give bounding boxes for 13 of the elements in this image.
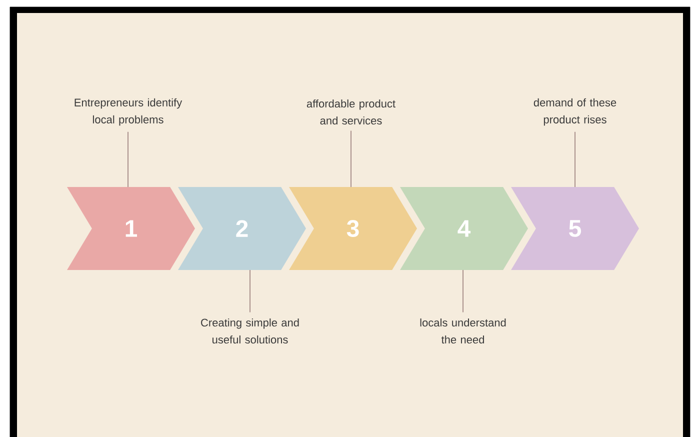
numbered-step: 2	[178, 187, 306, 270]
step-caption: locals understand the need	[420, 318, 506, 344]
numbered-step: 1	[67, 187, 195, 270]
leader-line	[350, 130, 352, 188]
numbered-step: 4	[400, 187, 528, 270]
step-caption: Entrepreneurs identify local problems	[74, 98, 182, 126]
numbered-step: 3	[289, 187, 417, 270]
numbered-step: 5	[511, 187, 639, 270]
leader-line	[462, 270, 464, 313]
step-caption: Creating simple and useful solutions	[201, 318, 299, 344]
step-caption: affordable product and services	[306, 99, 396, 125]
step-caption: demand of these product rises	[534, 98, 616, 126]
leader-line	[574, 131, 576, 188]
